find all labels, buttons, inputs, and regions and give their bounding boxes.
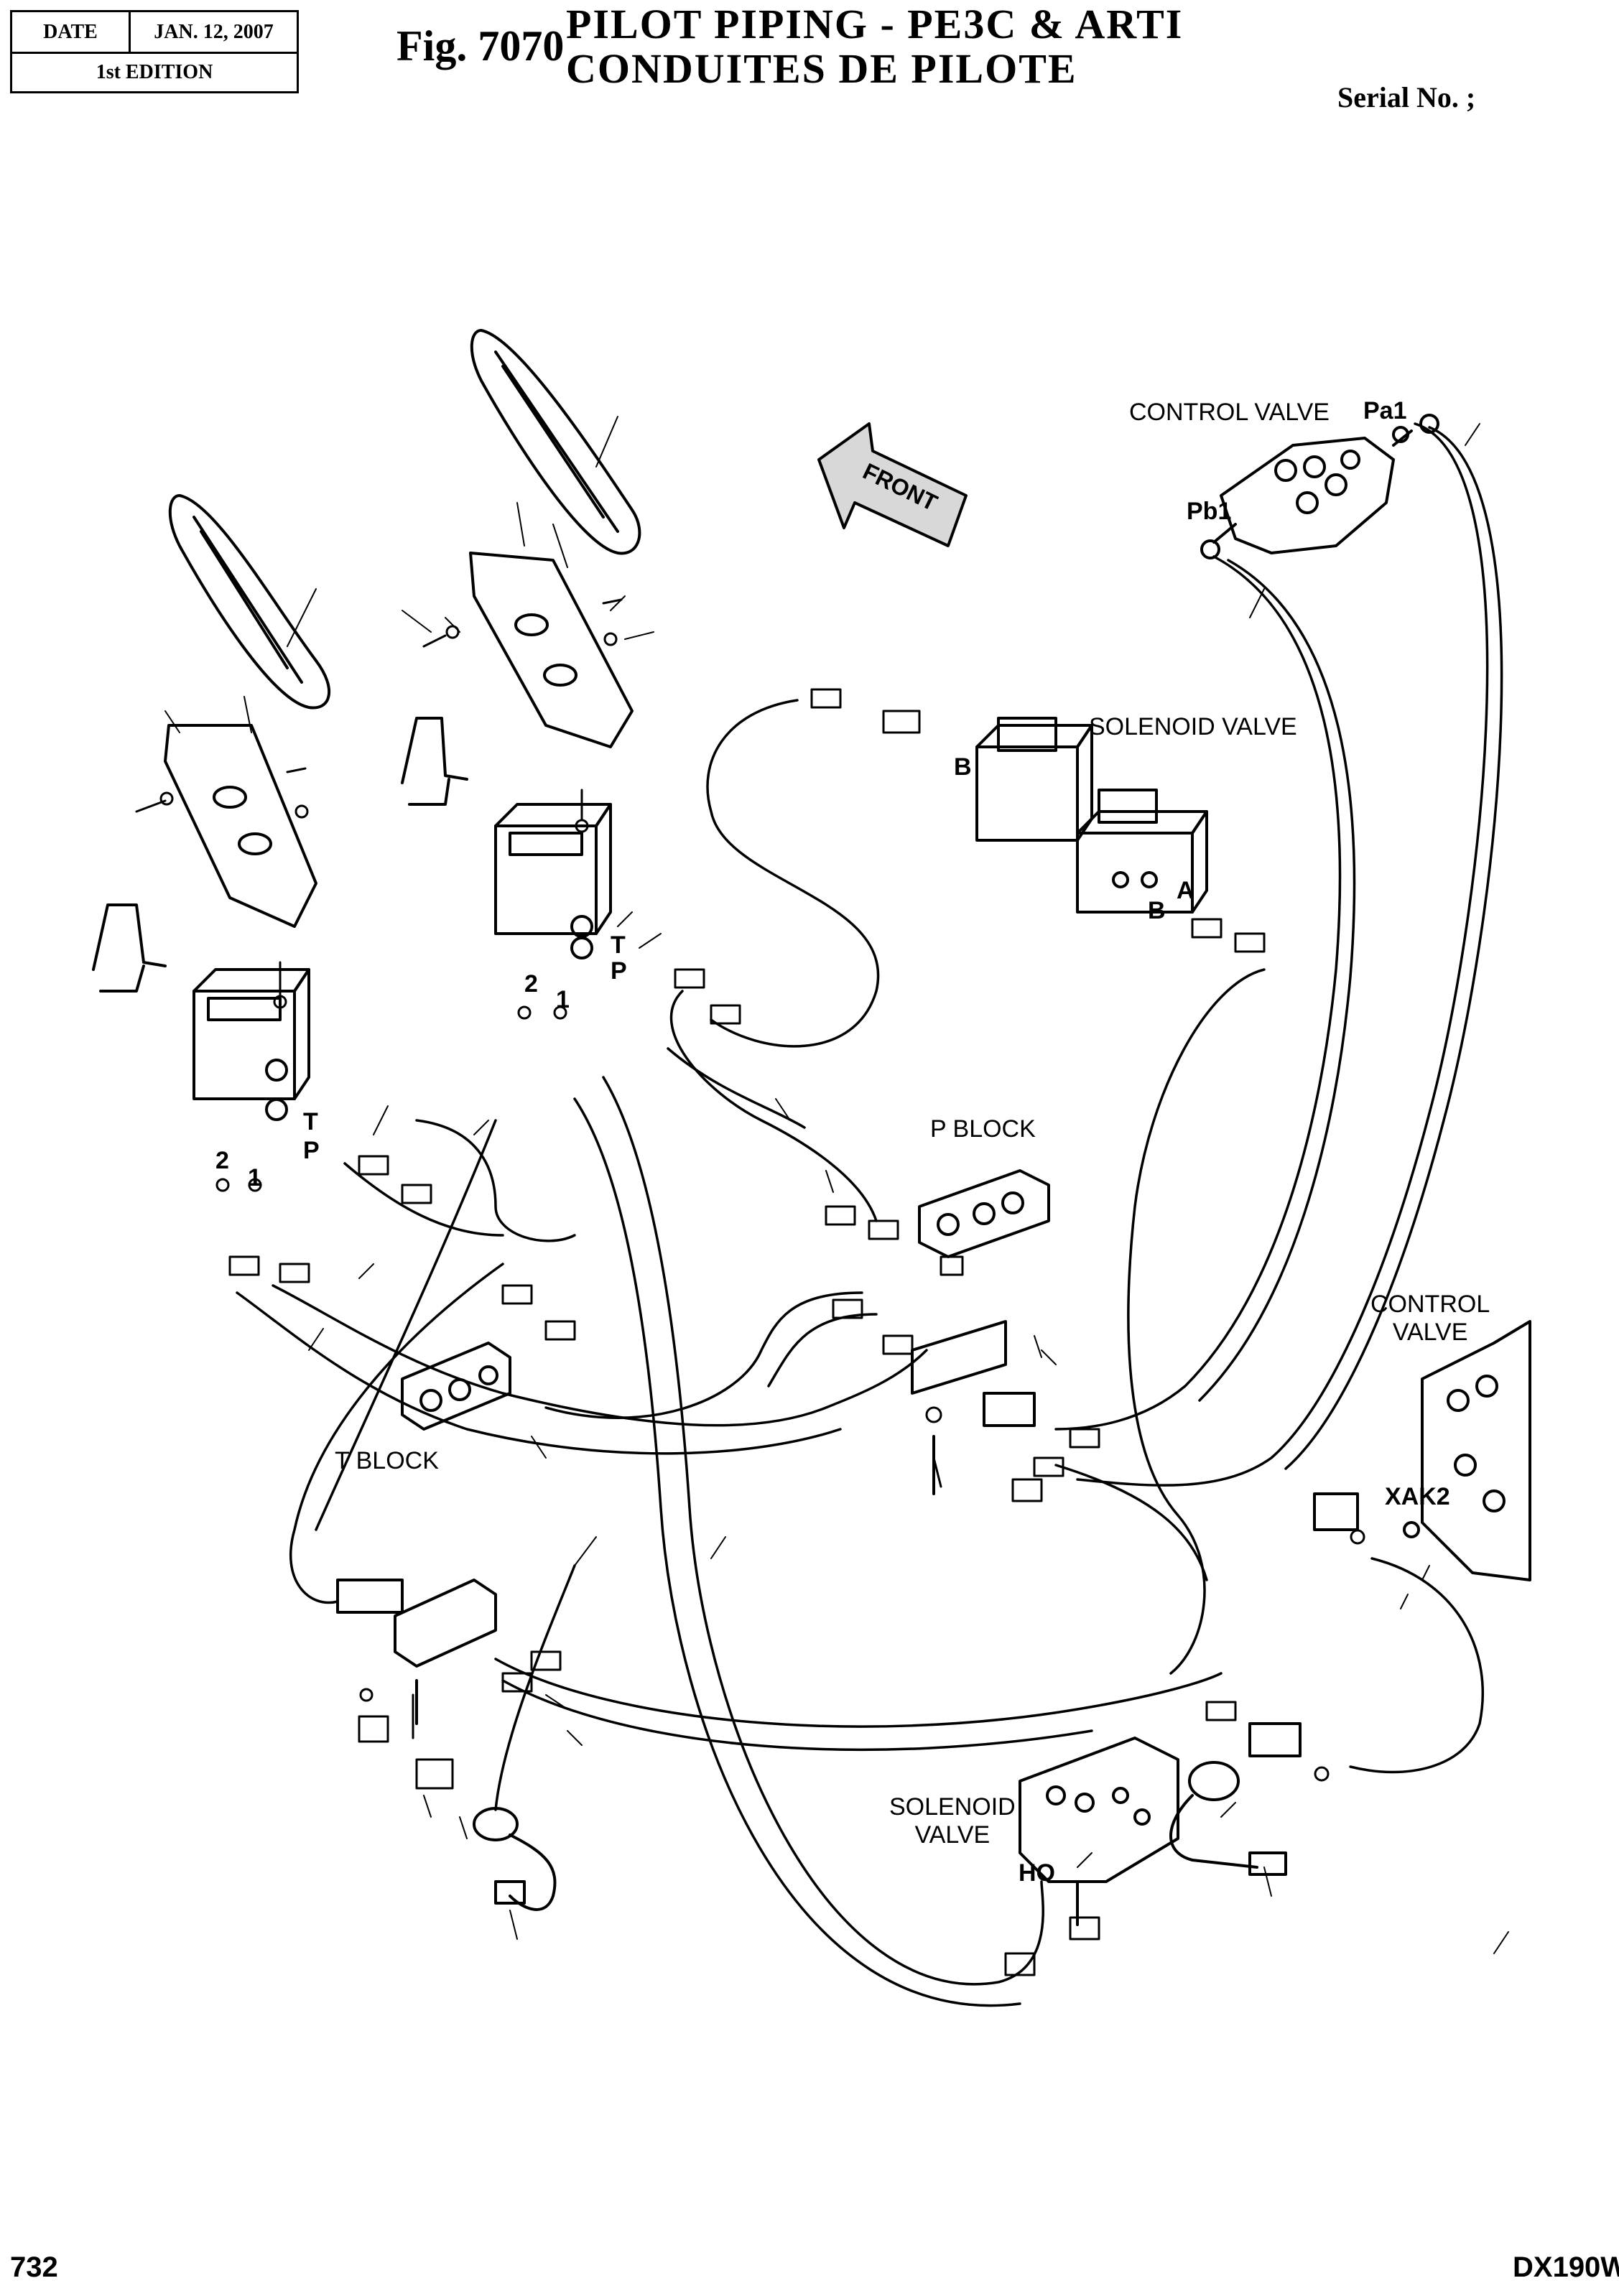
p-block-illustration <box>918 1169 1050 1258</box>
label-control-valve-right: CONTROL VALVE <box>1370 1291 1490 1347</box>
label-ho: HO <box>1019 1859 1055 1887</box>
right-pedal-pad <box>470 329 641 555</box>
edition-info-box: DATE JAN. 12, 2007 1st EDITION <box>10 10 299 93</box>
figure-number: Fig. 7070 <box>396 22 565 70</box>
left-pedal-pad <box>168 494 330 710</box>
label-pa1: Pa1 <box>1363 397 1407 424</box>
label-solenoid-valve-bottom: SOLENOID VALVE <box>889 1793 1016 1849</box>
label-solenoid-valve-top: SOLENOID VALVE <box>1089 713 1297 740</box>
page-number: 732 <box>10 2251 58 2283</box>
solenoid-valve-top-illustration <box>975 717 1208 914</box>
title-english: PILOT PIPING - PE3C & ARTI <box>566 1 1184 47</box>
label-t-block: T BLOCK <box>335 1447 439 1474</box>
label-pb1: Pb1 <box>1187 498 1232 525</box>
t-block-lower <box>336 1579 497 1725</box>
right-pedal-bracket <box>469 552 634 748</box>
pilot-hoses <box>236 422 1503 2007</box>
left-lock-lever <box>92 903 167 993</box>
bolts-and-washers <box>135 598 1365 1782</box>
right-lock-lever <box>401 717 468 806</box>
label-left-pedal-2: 2 <box>215 1147 229 1174</box>
date-value: JAN. 12, 2007 <box>131 12 297 54</box>
control-valve-right-illustration <box>1313 1320 1531 1581</box>
edition-label: 1st EDITION <box>96 61 213 83</box>
title-french: CONDUITES DE PILOTE <box>566 45 1077 92</box>
model-number: DX190W <box>1513 2251 1619 2283</box>
t-block-illustration <box>401 1342 511 1431</box>
label-right-pedal-p: P <box>611 957 627 985</box>
label-left-pedal-t: T <box>303 1108 318 1135</box>
label-xak2: XAK2 <box>1385 1483 1450 1510</box>
label-control-valve-top: CONTROL VALVE <box>1129 399 1330 426</box>
p-block-bracket <box>911 1320 1036 1495</box>
control-valve-top-illustration <box>1200 414 1439 559</box>
fittings <box>228 688 1266 1976</box>
label-right-pedal-t: T <box>611 931 626 959</box>
label-port-a: A <box>1177 877 1194 904</box>
label-right-pedal-2: 2 <box>524 970 538 998</box>
left-pedal-bracket <box>164 724 317 928</box>
right-pilot-valve <box>494 803 612 959</box>
date-label: DATE <box>12 12 131 54</box>
pressure-switch-left <box>473 1807 557 1911</box>
label-left-pedal-1: 1 <box>248 1164 261 1191</box>
label-port-b-lower: B <box>1148 897 1166 924</box>
leader-lines <box>164 416 1509 1954</box>
label-p-block: P BLOCK <box>930 1115 1036 1143</box>
front-arrow-icon <box>817 422 968 547</box>
label-port-b-upper: B <box>954 753 972 781</box>
left-pilot-valve <box>192 968 310 1121</box>
label-left-pedal-p: P <box>303 1137 320 1164</box>
serial-number: Serial No. ; <box>1337 81 1476 113</box>
label-right-pedal-1: 1 <box>556 986 570 1013</box>
pressure-switch-right <box>1169 1722 1302 1876</box>
